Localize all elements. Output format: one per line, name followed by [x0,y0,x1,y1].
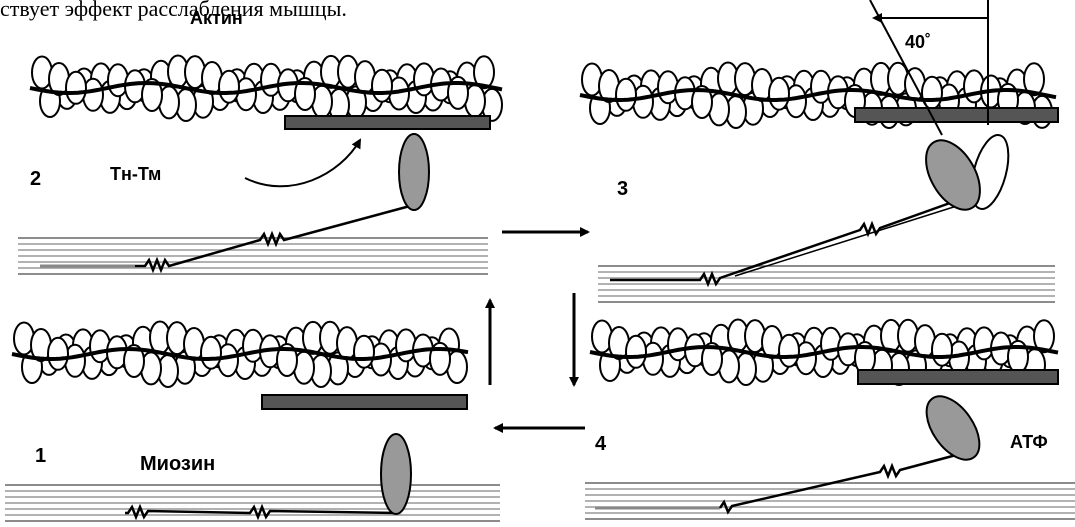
actin-monomer [66,72,86,104]
panel-number: 2 [30,168,41,190]
troponin-tropomyosin-bar [858,370,1058,384]
panel-number: 4 [595,433,607,455]
myosin-thick-filament [5,485,500,521]
actin-filament [12,322,468,388]
actin-monomer [219,71,239,103]
troponin-tropomyosin-bar [285,116,490,129]
myosin-thick-filament [18,238,488,274]
panel-number: 1 [35,445,46,467]
actin-monomer [769,78,789,110]
panel-2: Актин Тн-Тм 2 [18,8,502,274]
tn-tm-label: Тн-Тм [110,164,161,184]
actin-monomer [201,337,221,369]
myosin-head [399,134,429,210]
myosin-thick-filament [585,483,1075,519]
panel-4: АТФ 4 [585,320,1075,520]
actin-label: Актин [190,8,243,28]
caption-fragment: ствует эффект расслабления мышцы. [0,0,347,21]
curved-arrow [245,140,360,186]
troponin-tropomyosin-bar [855,108,1058,122]
troponin-tropomyosin-bar [262,395,467,409]
atp-label: АТФ [1010,432,1048,452]
angle-label: 40˚ [905,32,931,52]
actin-monomer [616,79,636,111]
actin-monomer [779,335,799,367]
myosin-head [381,434,411,514]
panel-3: 40˚ 3 [580,0,1058,302]
actin-monomer [354,336,374,368]
actin-monomer [372,70,392,102]
actin-filament [30,56,502,122]
panel-number: 3 [617,178,628,200]
actin-monomer [48,338,68,370]
myosin-thick-filament [598,266,1055,302]
myosin-label: Миозин [140,453,215,475]
myosin-lever-arm [720,450,975,512]
panel-1: Миозин 1 [5,322,500,522]
actin-monomer [626,336,646,368]
actin-monomer [932,334,952,366]
